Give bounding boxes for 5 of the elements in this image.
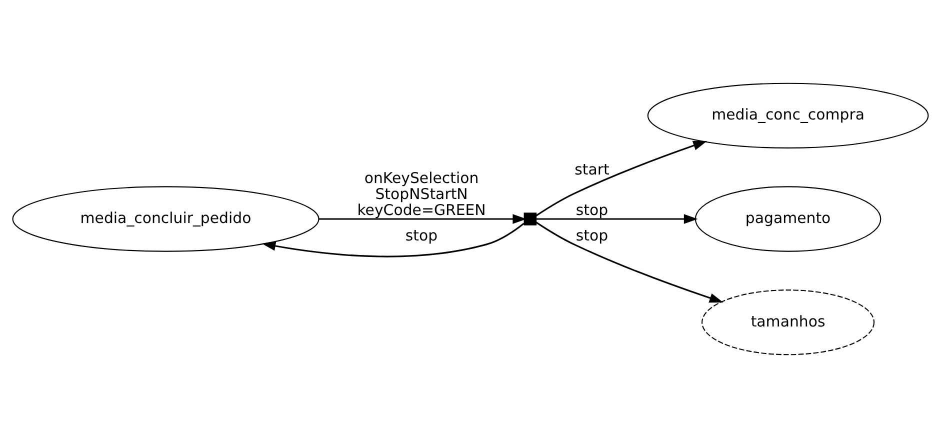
edge-label: stop xyxy=(576,226,608,244)
edge-label: onKeySelection StopNStartN keyCode=GREEN xyxy=(357,168,486,218)
edge-label: stop xyxy=(576,200,608,218)
edge-label: start xyxy=(574,160,610,178)
edge-label: stop xyxy=(405,226,438,244)
